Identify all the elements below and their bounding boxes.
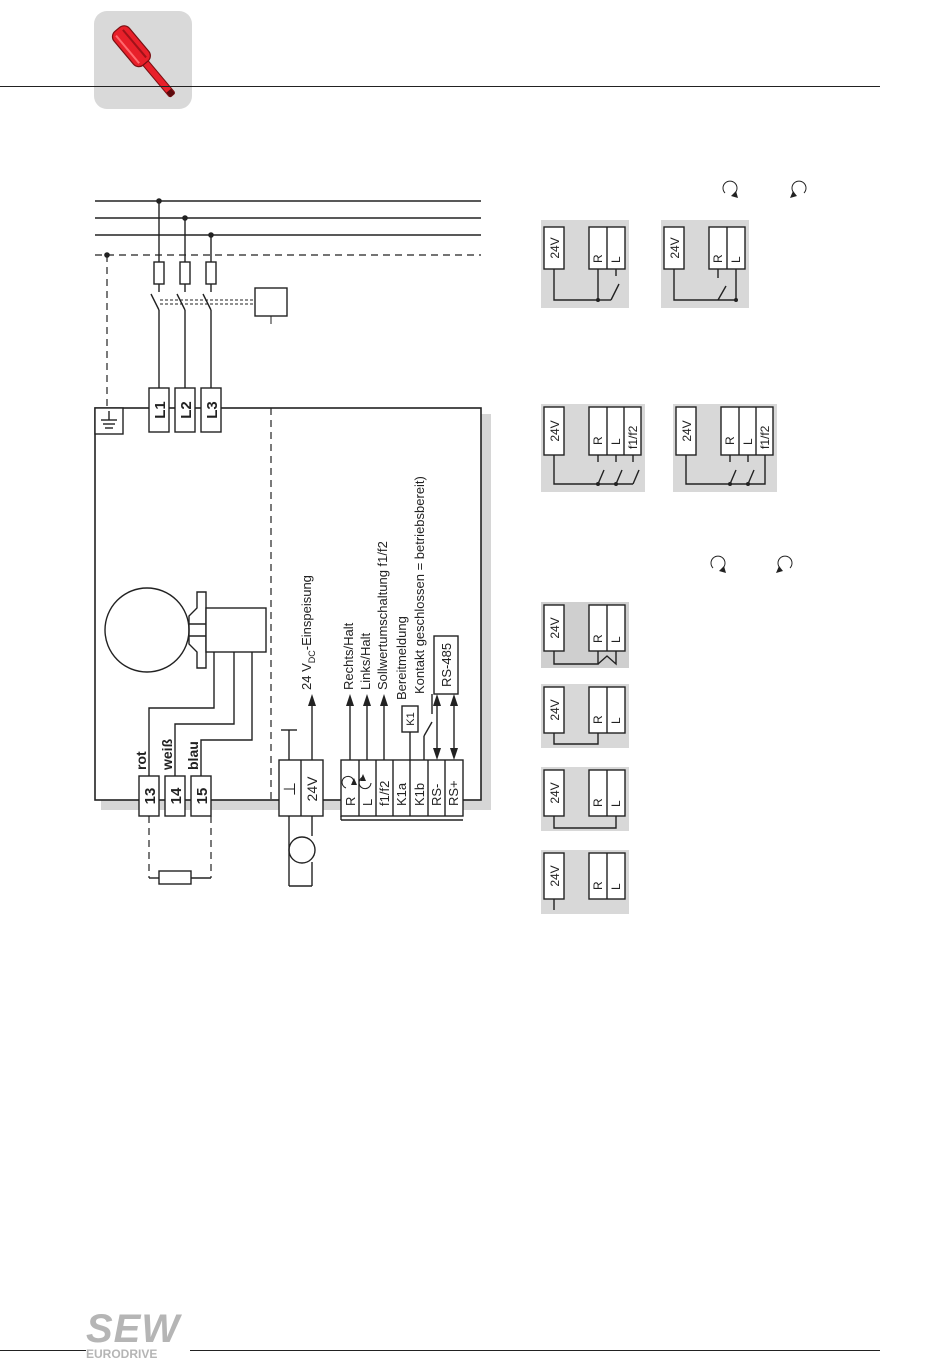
svg-text:L: L [609,717,623,724]
wiring-diagram: L1 L2 L3 13 14 15 rot weiß blau ⊥ 24V [0,0,950,1000]
panel-a1: 24V R L [541,220,629,308]
svg-text:R: R [711,254,725,263]
svg-text:L: L [729,256,743,263]
terminal-rs-plus: RS+ [446,780,461,806]
counterclockwise-icon [792,181,806,193]
svg-text:L: L [360,799,375,806]
label-kontakt: Kontakt geschlossen = betriebsbereit) [412,476,427,694]
label-bereitmeldung: Bereitmeldung [394,616,409,700]
terminal-rs-minus: RS- [429,784,444,806]
direction-arrows-top [723,181,806,198]
supply-ground-symbol: ⊥ [282,782,299,796]
svg-text:R: R [591,798,605,807]
svg-text:L: L [609,438,623,445]
label-links-halt: Links/Halt [358,633,373,690]
mains-lines [95,198,481,408]
svg-text:24V: 24V [668,237,682,258]
terminal-15-label: 15 [194,788,211,805]
control-terminal-strip: R L f1/f2 K1a K1b RS- RS+ [341,760,463,820]
svg-text:R: R [723,436,737,445]
power-terminals: L1 L2 L3 [149,388,221,432]
panel-a2: 24V R L [661,220,749,308]
terminal-l1-label: L1 [152,401,169,419]
terminal-13-label: 13 [142,788,159,805]
clockwise-icon [723,181,737,193]
svg-text:R: R [591,715,605,724]
wire-color-weiss: weiß [159,738,175,771]
terminal-k1a: K1a [394,782,409,806]
panel-c2: 24V R L [541,684,629,748]
svg-text:R: R [591,254,605,263]
brake-terminals: 13 14 15 rot weiß blau [133,738,211,884]
panel-c1: 24V R L [541,602,629,668]
terminal-f1f2: f1/f2 [377,781,392,806]
svg-text:24V: 24V [548,617,562,638]
terminal-14-label: 14 [168,787,185,804]
panel-b1: 24V R L f1/f2 [541,404,645,492]
earth-terminal [95,408,123,434]
relay-k1-label: K1 [405,712,417,725]
label-sollwertumschaltung: Sollwertumschaltung f1/f2 [375,541,390,690]
rs485-label: RS-485 [439,643,454,687]
sew-eurodrive-logo: SEW EURODRIVE [86,1310,190,1358]
svg-text:R: R [591,634,605,643]
fuses-and-contactor [151,201,287,388]
panel-c4: 24V R L [541,850,629,914]
svg-text:L: L [609,883,623,890]
svg-text:R: R [591,436,605,445]
wire-color-rot: rot [133,751,149,770]
panel-c3: 24V R L [541,767,629,831]
panel-b2: 24V R L f1/f2 [673,404,777,492]
svg-text:f1/f2: f1/f2 [626,425,640,449]
svg-text:f1/f2: f1/f2 [758,425,772,449]
svg-text:24V: 24V [548,699,562,720]
wire-color-blau: blau [185,741,201,770]
svg-text:L: L [609,636,623,643]
svg-text:24V: 24V [548,420,562,441]
svg-text:R: R [343,797,358,806]
svg-text:L: L [609,800,623,807]
terminal-l2-label: L2 [178,401,195,419]
svg-text:R: R [591,881,605,890]
label-rechts-halt: Rechts/Halt [341,622,356,690]
supply-voltage-label: 24V [304,776,320,802]
svg-text:L: L [609,256,623,263]
drive-housing [95,408,491,810]
terminal-l3-label: L3 [204,401,221,419]
svg-text:24V: 24V [680,420,694,441]
svg-text:L: L [741,438,755,445]
direction-arrows-mid [711,556,792,573]
svg-text:24V: 24V [548,237,562,258]
svg-text:24V: 24V [548,865,562,886]
clockwise-icon [711,556,725,568]
terminal-k1b: K1b [412,783,427,806]
counterclockwise-icon [778,556,792,568]
svg-text:24V: 24V [548,782,562,803]
logo-brand: SEW [86,1310,190,1348]
